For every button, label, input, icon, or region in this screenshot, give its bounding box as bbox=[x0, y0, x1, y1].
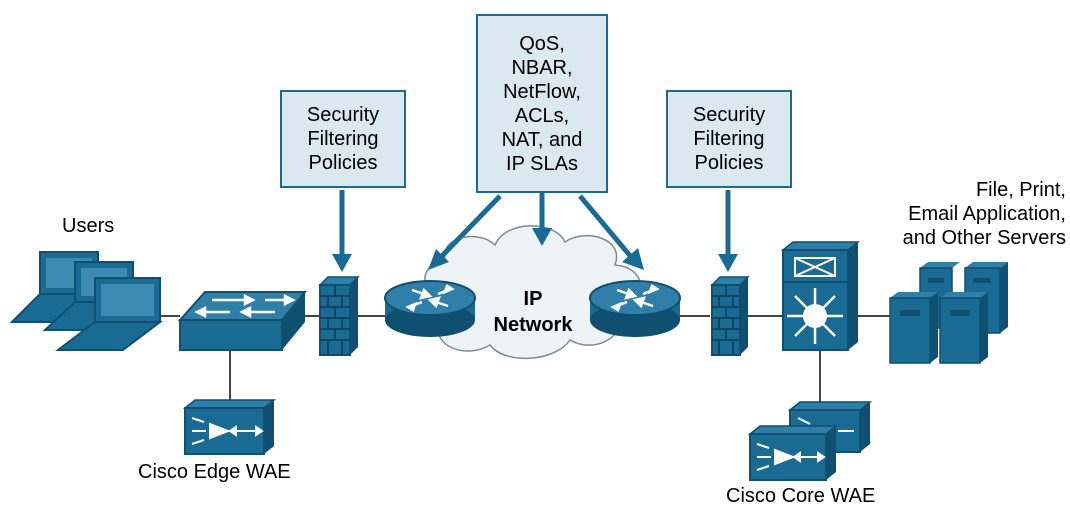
edge-wae-icon bbox=[182, 399, 277, 455]
box-line: Filtering bbox=[307, 128, 379, 150]
box-line: NAT, and bbox=[501, 128, 583, 151]
security-policy-box-left: Security Filtering Policies bbox=[280, 90, 406, 188]
servers-icon bbox=[889, 262, 1008, 364]
cloud-line-1: IP bbox=[523, 288, 543, 310]
server-tower bbox=[889, 292, 938, 364]
qos-policy-box: QoS, NBAR, NetFlow, ACLs, NAT, and IP SL… bbox=[476, 14, 608, 193]
users-label: Users bbox=[62, 215, 115, 237]
core-switch-icon bbox=[780, 241, 861, 351]
security-policy-box-right: Security Filtering Policies bbox=[666, 90, 792, 188]
servers-line-2: Email Application, bbox=[908, 203, 1066, 225]
server-tower bbox=[939, 292, 988, 364]
firewall-icon-right bbox=[710, 276, 750, 356]
users-laptops bbox=[9, 251, 163, 351]
box-line: NetFlow, bbox=[503, 80, 581, 103]
switch-icon bbox=[177, 291, 308, 351]
arrow-qos-right bbox=[578, 194, 634, 260]
box-line: NBAR, bbox=[511, 56, 573, 79]
box-line: Security bbox=[306, 104, 380, 126]
policy-arrows bbox=[339, 190, 731, 260]
cloud-line-2: Network bbox=[493, 314, 573, 336]
box-line: IP SLAs bbox=[506, 152, 578, 175]
box-line: Policies bbox=[308, 152, 378, 174]
router-icon-right bbox=[589, 280, 681, 337]
core-wae-label: Cisco Core WAE bbox=[726, 485, 876, 507]
box-line: QoS, bbox=[519, 32, 565, 55]
policy-arrowheads bbox=[332, 228, 738, 272]
box-line: Filtering bbox=[693, 128, 765, 150]
edge-wae-label: Cisco Edge WAE bbox=[138, 461, 291, 483]
core-wae-icon bbox=[747, 401, 873, 481]
laptop-icon bbox=[55, 277, 163, 351]
arrow-qos-left bbox=[438, 194, 502, 260]
servers-line-1: File, Print, bbox=[975, 179, 1066, 201]
box-line: ACLs, bbox=[514, 104, 570, 127]
ip-network-label: IP Network bbox=[478, 286, 588, 338]
router-icon-left bbox=[384, 280, 476, 337]
firewall-icon-left bbox=[318, 276, 360, 356]
servers-label: File, Print, Email Application, and Othe… bbox=[870, 178, 1066, 250]
box-line: Policies bbox=[694, 152, 764, 174]
box-line: Security bbox=[692, 104, 766, 126]
servers-line-3: and Other Servers bbox=[902, 227, 1066, 249]
